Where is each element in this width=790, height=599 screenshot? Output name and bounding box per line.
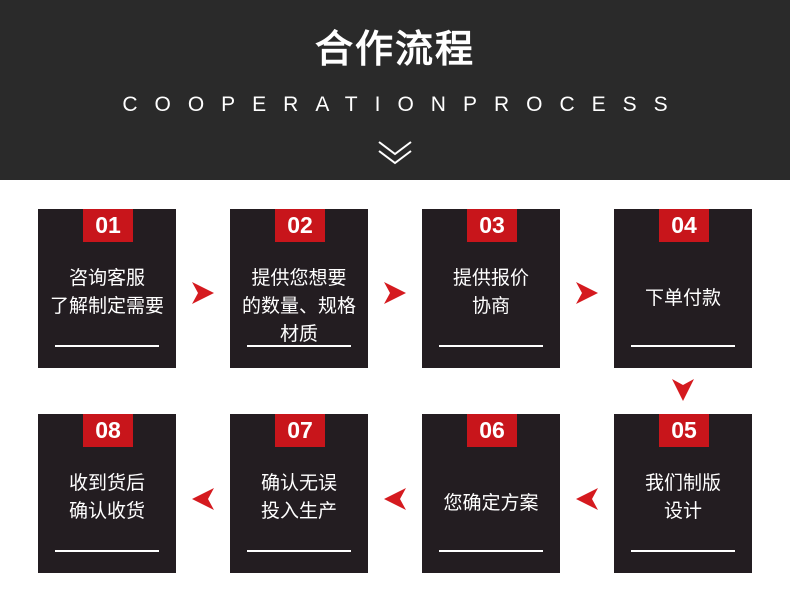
step-number: 02 (275, 209, 325, 242)
step-divider (55, 550, 159, 552)
step-card-05: 05 我们制版 设计 (614, 414, 752, 573)
arrow-left-icon (384, 488, 406, 510)
arrow-right-icon (576, 282, 598, 304)
step-text-line1: 您确定方案 (443, 492, 539, 514)
step-divider (439, 345, 543, 347)
page-title: 合作流程 (314, 27, 475, 71)
arrow-down-icon (672, 379, 694, 401)
step-text-line2: 设计 (663, 500, 702, 522)
step-number: 05 (659, 414, 709, 447)
step-divider (439, 550, 543, 552)
arrow-left-icon (576, 488, 598, 510)
step-card-07: 07 确认无误 投入生产 (230, 414, 368, 573)
step-text-line2: 的数量、规格 (241, 295, 356, 317)
step-text-line1: 收到货后 (68, 472, 145, 494)
arrow-right-icon (384, 282, 406, 304)
step-divider (55, 345, 159, 347)
step-card-01: 01 咨询客服 了解制定需要 (38, 209, 176, 368)
step-divider (631, 345, 735, 347)
step-card-08: 08 收到货后 确认收货 (38, 414, 176, 573)
arrow-left-icon (192, 488, 214, 510)
step-text-line1: 提供报价 (452, 267, 529, 289)
step-text-line2: 了解制定需要 (49, 295, 164, 317)
step-number: 04 (659, 209, 709, 242)
step-text-line1: 下单付款 (644, 287, 721, 309)
step-text-line1: 我们制版 (644, 472, 721, 494)
arrow-right-icon (192, 282, 214, 304)
step-number: 01 (83, 209, 133, 242)
step-text-line2: 协商 (471, 295, 510, 317)
double-chevron-down-icon (378, 141, 412, 165)
step-card-04: 04 下单付款 (614, 209, 752, 368)
step-text-line3: 材质 (279, 323, 318, 345)
page-subtitle: COOPERATIONPROCESS (122, 93, 685, 116)
step-number: 07 (275, 414, 325, 447)
step-number: 08 (83, 414, 133, 447)
step-number: 06 (467, 414, 517, 447)
step-card-06: 06 您确定方案 (422, 414, 560, 573)
header-banner: 合作流程 COOPERATIONPROCESS (0, 0, 790, 180)
step-number: 03 (467, 209, 517, 242)
step-text-line2: 确认收货 (68, 500, 145, 522)
step-card-03: 03 提供报价 协商 (422, 209, 560, 368)
step-text-line1: 提供您想要 (251, 267, 347, 289)
step-text-line1: 确认无误 (260, 472, 337, 494)
step-card-02: 02 提供您想要 的数量、规格 材质 (230, 209, 368, 368)
step-divider (631, 550, 735, 552)
step-text-line2: 投入生产 (260, 500, 337, 522)
step-divider (247, 550, 351, 552)
step-text-line1: 咨询客服 (68, 267, 145, 289)
step-divider (247, 345, 351, 347)
